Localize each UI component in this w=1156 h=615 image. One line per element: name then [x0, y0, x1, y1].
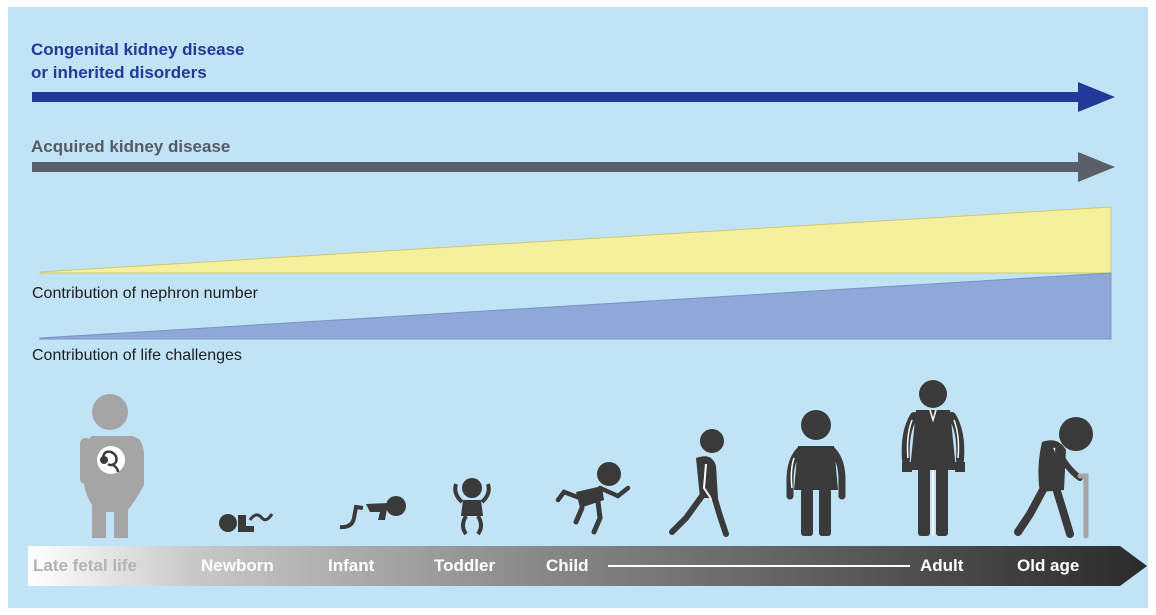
nephron-number-wedge: [39, 206, 1112, 274]
stage-toddler: Toddler: [434, 556, 496, 575]
congenital-disease-arrow: [32, 82, 1115, 112]
pregnant-woman-icon: [80, 394, 144, 538]
stage-old-age: Old age: [1017, 556, 1080, 575]
stage-infant: Infant: [328, 556, 375, 575]
stage-adult: Adult: [920, 556, 964, 575]
teen-icon: [669, 429, 729, 537]
stage-late-fetal-life: Late fetal life: [33, 556, 137, 575]
life-challenges-wedge: [39, 272, 1112, 340]
infant-icon: [339, 496, 406, 530]
old-age-icon: [1014, 417, 1093, 539]
congenital-disease-label-line1: Congenital kidney disease: [31, 40, 245, 59]
adult-icon: [901, 380, 965, 536]
toddler-icon: [453, 478, 491, 536]
newborn-icon: [219, 513, 274, 532]
stage-newborn: Newborn: [201, 556, 274, 575]
acquired-disease-label: Acquired kidney disease: [31, 137, 231, 156]
age-arrow-bar: [28, 546, 1147, 586]
young-adult-icon: [786, 410, 846, 536]
acquired-disease-arrow: [32, 152, 1115, 182]
stage-child: Child: [546, 556, 589, 575]
congenital-disease-label-line2: or inherited disorders: [31, 63, 207, 82]
life-challenges-contribution-label: Contribution of life challenges: [32, 347, 242, 364]
nephron-contribution-label: Contribution of nephron number: [32, 285, 258, 302]
child-icon: [555, 462, 631, 535]
